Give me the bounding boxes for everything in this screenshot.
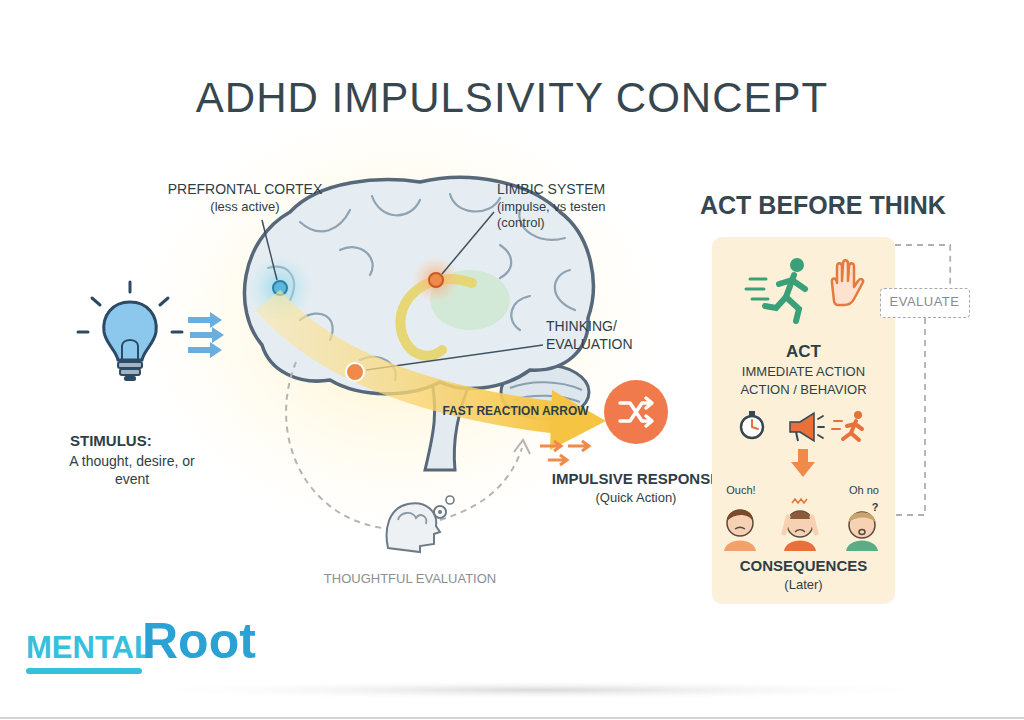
part-note: (impulse, vs testen (control) (497, 199, 632, 232)
quick-arrows (540, 441, 589, 465)
logo-text: Root (142, 616, 292, 666)
bottom-rule (0, 717, 1024, 719)
response-node: IMPULSIVE RESPONSE(Quick Action) (530, 379, 742, 510)
node-subtext: (Quick Action) (530, 490, 742, 506)
stimulus-heading: STIMULUS: (70, 432, 200, 451)
panel-icons (712, 237, 895, 603)
lightbulb (78, 282, 182, 381)
dashed-connector (895, 318, 925, 515)
limbic-glow (412, 256, 460, 304)
limbic-dot (429, 273, 443, 287)
box-label: EVALUATE (881, 294, 968, 310)
part-label: LIMBIC SYSTEM (497, 181, 697, 199)
node-heading: IMPULSIVE RESPONSE (530, 470, 742, 489)
logo-bar (26, 668, 142, 674)
arrow-label: FAST REACTION ARROW (438, 404, 593, 419)
panel-heading: CONSEQUENCES (712, 557, 895, 576)
speech-text: Ouch! (718, 484, 764, 498)
panel-title: ACT BEFORE THINK (700, 190, 946, 221)
ground-shadow (120, 680, 960, 700)
act-panel: ACTIMMEDIATE ACTION ACTION / BEHAVIOR CON… (712, 237, 895, 603)
part-label: THINKING/ EVALUATION (546, 318, 658, 353)
thinking-dot (346, 363, 364, 381)
stimulus-arrows (188, 312, 224, 358)
part-label: PREFRONTAL CORTEX (150, 181, 340, 199)
panel-text: (Later) (712, 577, 895, 593)
evaluate-box: EVALUATE (880, 288, 970, 318)
stimulus-text: A thought, desire, or event (66, 453, 198, 488)
part-note: (less active) (150, 199, 340, 215)
response-circle (603, 379, 669, 445)
speech-text: Oh no (841, 484, 887, 498)
caption-label: THOUGHTFUL EVALUATION (300, 571, 520, 587)
panel-heading: ACT (712, 341, 895, 362)
speech-text: ? (868, 501, 882, 515)
diagram-title: ADHD IMPULSIVITY CONCEPT (0, 72, 1024, 125)
panel-text: IMMEDIATE ACTION ACTION / BEHAVIOR (726, 363, 881, 398)
fast-arrow-head (550, 390, 606, 450)
loop-arrowhead (514, 440, 530, 454)
glow (140, 110, 660, 530)
fast-arrow-body (268, 300, 560, 418)
logo-text: MENTAL (26, 632, 156, 663)
thinking-head-icon (387, 496, 454, 552)
dashed-connector (895, 245, 950, 288)
